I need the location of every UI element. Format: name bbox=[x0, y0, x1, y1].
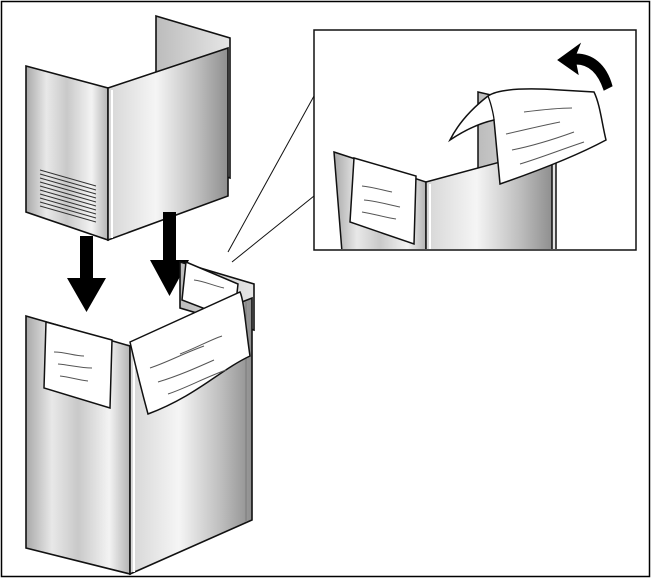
detail-view bbox=[313, 29, 637, 251]
upper-duct-cover bbox=[25, 14, 231, 242]
detail-film-peeling bbox=[448, 88, 607, 186]
callout-line-bottom bbox=[231, 195, 315, 263]
down-arrow-icon bbox=[67, 236, 106, 312]
protective-film-front bbox=[129, 291, 251, 415]
callout-line-top bbox=[227, 95, 315, 253]
vent-grille-icon bbox=[39, 169, 97, 223]
rotate-arrow-icon bbox=[557, 42, 613, 91]
protective-film-left bbox=[43, 321, 113, 410]
detail-film-left bbox=[349, 157, 417, 246]
upper-cover-front-face bbox=[107, 46, 229, 242]
